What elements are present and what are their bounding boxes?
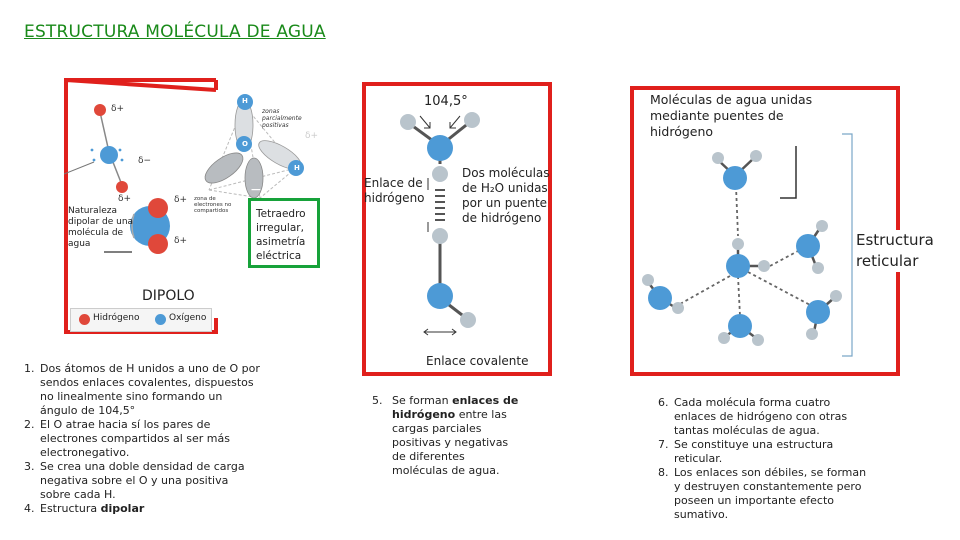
label-zonas-positivas: zonas parcialmente positivas [262, 108, 302, 129]
oxygen-atom [427, 135, 453, 161]
atom-label-o: O [242, 140, 248, 148]
hydrogen-atom [672, 302, 684, 314]
label-delta-plus-mid: δ+ [118, 194, 132, 204]
bold-dipolar: dipolar [100, 502, 145, 515]
list-right: Cada molécula forma cuatro enlaces de hi… [634, 396, 874, 522]
oxygen-atom [427, 283, 453, 309]
oxygen-legend-label: Oxígeno [169, 313, 207, 323]
label-estructura-reticular: Estructura reticular [856, 230, 956, 272]
hydrogen-bond-dashes [435, 189, 445, 221]
hydrogen-legend-dot [79, 314, 90, 325]
hydrogen-atom [400, 114, 416, 130]
hydrogen-legend-label: Hidrógeno [93, 313, 140, 323]
hydrogen-atom [806, 328, 818, 340]
bracket [842, 133, 853, 357]
tetraedro-note-text: Tetraedro irregular, asimetría eléctrica [256, 208, 306, 262]
list-item: Se forman enlaces de hidrógeno entre las… [392, 394, 519, 477]
label-delta-plus-top: δ+ [111, 104, 125, 114]
oxygen-atom [806, 300, 830, 324]
hydrogen-bond-illustration [400, 112, 480, 336]
lattice-illustration [642, 133, 853, 357]
label-delta-plus-bottom: δ+ [174, 236, 188, 246]
list-item: Dos átomos de H unidos a uno de O por se… [38, 362, 262, 418]
label-dos-moleculas: Dos moléculas de H₂O unidas por un puent… [462, 166, 550, 225]
dipole-illustration: − − δ+ [64, 94, 318, 254]
list-item: Estructura dipolar [38, 502, 262, 516]
hydrogen-atom [718, 332, 730, 344]
right-diagram-panel [630, 86, 900, 376]
hydrogen-atom [148, 234, 168, 254]
list-item: Los enlaces son débiles, se forman y des… [672, 466, 874, 522]
hydrogen-atom [816, 220, 828, 232]
list-left: Dos átomos de H unidos a uno de O por se… [0, 362, 262, 516]
hydrogen-atom [237, 94, 253, 110]
hydrogen-atom [464, 112, 480, 128]
oxygen-atom [100, 146, 118, 164]
hydrogen-atom [94, 104, 106, 116]
label-delta-plus-right: δ+ [174, 195, 188, 205]
oxygen-legend-dot [155, 314, 166, 325]
atom-label-h-top: H [242, 97, 248, 105]
hydrogen-atom [432, 166, 448, 182]
page-title: ESTRUCTURA MOLÉCULA DE AGUA [24, 22, 326, 42]
left-diagram-panel [64, 77, 218, 334]
oxygen-atom [728, 314, 752, 338]
list-item: Se crea una doble densidad de carga nega… [38, 460, 262, 502]
hydrogen-atom [732, 238, 744, 250]
left-frame [64, 77, 218, 334]
list-item: El O atrae hacia sí los pares de electro… [38, 418, 262, 460]
hydrogen-bonds [679, 185, 813, 317]
hydrogen-atom [288, 160, 304, 176]
hydrogen-atom [812, 262, 824, 274]
list-middle: 5. Se forman enlaces de hidrógeno entre … [372, 394, 522, 478]
oxygen-atom [723, 166, 747, 190]
list-item-number: 5. [372, 394, 383, 407]
dipolo-label: DIPOLO [142, 288, 195, 304]
atom-label-h-right: H [294, 164, 300, 172]
svg-text:−: − [250, 182, 262, 198]
tetraedro-note: Tetraedro irregular, asimetría eléctrica [248, 198, 320, 268]
hydrogen-atom [432, 228, 448, 244]
angle-label: 104,5° [424, 94, 468, 109]
hydrogen-atom [750, 150, 762, 162]
label-zona-electrones: zona de electrones no compartidos [194, 196, 232, 214]
label-enlace-covalente: Enlace covalente [426, 354, 529, 368]
lattice-heading: Moléculas de agua unidas mediante puente… [650, 92, 813, 139]
label-enlace-hidrogeno: Enlace de hidrógeno [364, 176, 425, 205]
svg-text:−: − [204, 147, 216, 163]
atom-legend: Hidrógeno Oxígeno [70, 308, 212, 332]
oxygen-atom [726, 254, 750, 278]
hydrogen-atom [116, 181, 128, 193]
svg-text:δ+: δ+ [305, 131, 318, 141]
label-delta-minus: δ− [138, 156, 152, 166]
hydrogen-atom [642, 274, 654, 286]
hydrogen-atom [830, 290, 842, 302]
hydrogen-atom [460, 312, 476, 328]
oxygen-atom [796, 234, 820, 258]
pointer-line [780, 146, 797, 199]
list-item: Se constituye una estructura reticular. [672, 438, 874, 466]
hydrogen-atom [148, 198, 168, 218]
hydrogen-atom [758, 260, 770, 272]
label-naturaleza-dipolar: Naturaleza dipolar de una molécula de ag… [68, 206, 134, 249]
hydrogen-atom [712, 152, 724, 164]
oxygen-atom [236, 136, 252, 152]
hydrogen-atom [752, 334, 764, 346]
list-item: Cada molécula forma cuatro enlaces de hi… [672, 396, 874, 438]
oxygen-atom [648, 286, 672, 310]
